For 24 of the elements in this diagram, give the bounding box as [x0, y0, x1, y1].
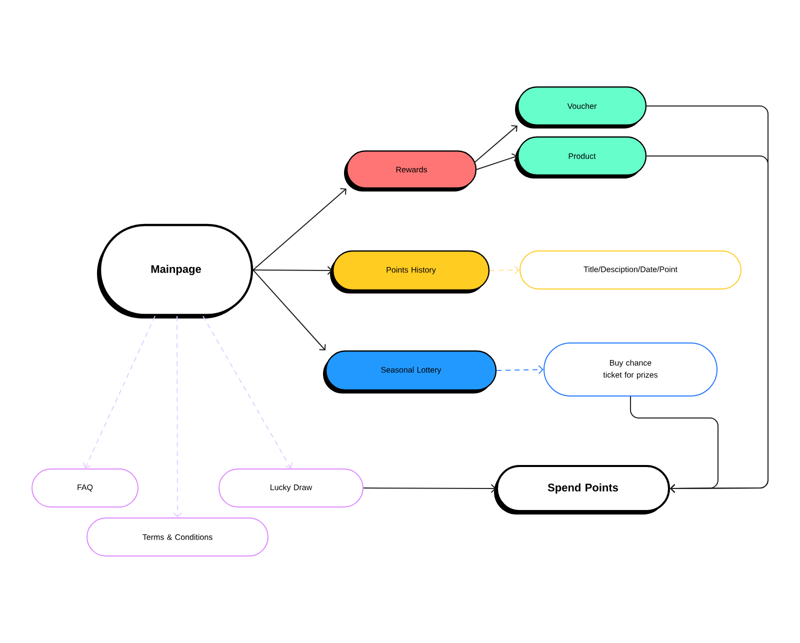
process-box: Buy chance ticket for prizes — [544, 342, 718, 396]
arrow — [489, 266, 520, 275]
process-box: Terms & Conditions — [86, 518, 268, 556]
arrow — [474, 125, 518, 163]
arrow — [252, 270, 326, 350]
arrow — [252, 266, 332, 275]
process-box: FAQ — [32, 468, 138, 508]
arrow — [630, 396, 718, 493]
process-box: Points History — [330, 250, 490, 294]
arrow — [252, 188, 346, 270]
process-box: Voucher — [515, 86, 647, 128]
arrow — [202, 316, 293, 468]
arrow — [363, 484, 496, 493]
process-box: Product — [515, 136, 647, 178]
main-page-box: Mainpage — [97, 224, 254, 318]
process-box: Lucky Draw — [218, 468, 364, 508]
arrow — [496, 365, 544, 374]
process-box: Seasonal Lottery — [323, 350, 497, 394]
arrow — [82, 316, 156, 468]
arrow — [476, 153, 518, 170]
goal-box: Spend Points — [494, 465, 670, 514]
process-box: Rewards — [344, 150, 477, 192]
arrow — [173, 316, 182, 518]
process-box: Title/Desciption/Date/Point — [520, 250, 742, 290]
